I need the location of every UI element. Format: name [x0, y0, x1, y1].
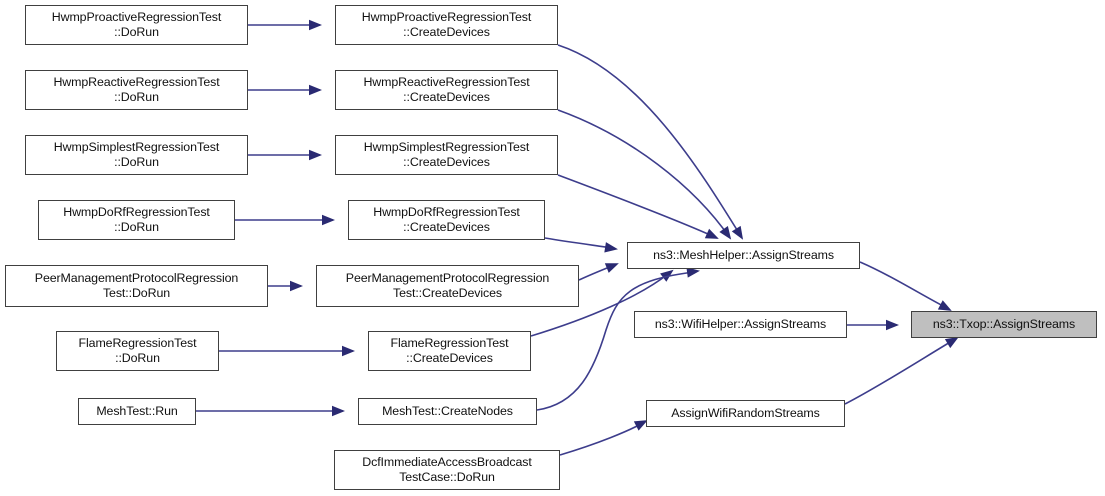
graph-node-flame-dorun[interactable]: FlameRegressionTest ::DoRun: [56, 331, 219, 371]
graph-edge-hwmp-simplest-create-to-mesh-helper-assign: [557, 174, 719, 239]
edge-arrowhead-icon: [944, 336, 959, 349]
graph-node-txop-assign[interactable]: ns3::Txop::AssignStreams: [911, 311, 1097, 338]
graph-node-label: HwmpReactiveRegressionTest ::DoRun: [53, 75, 220, 104]
graph-edge-hwmp-reactive-dorun-to-hwmp-reactive-create: [248, 84, 322, 96]
edge-arrowhead-icon: [290, 280, 303, 292]
edge-line: [544, 237, 613, 249]
graph-edge-hwmp-dorf-dorun-to-hwmp-dorf-create: [235, 214, 335, 226]
edge-line: [557, 44, 743, 239]
edge-line: [557, 174, 718, 239]
graph-node-hwmp-dorf-dorun[interactable]: HwmpDoRfRegressionTest ::DoRun: [38, 200, 235, 240]
graph-node-wifi-helper-assign[interactable]: ns3::WifiHelper::AssignStreams: [634, 311, 847, 338]
graph-node-hwmp-simplest-create[interactable]: HwmpSimplestRegressionTest ::CreateDevic…: [335, 135, 558, 175]
graph-node-label: HwmpProactiveRegressionTest ::DoRun: [51, 10, 222, 39]
edge-arrowhead-icon: [322, 214, 335, 226]
graph-node-label: FlameRegressionTest ::DoRun: [78, 336, 197, 365]
edge-arrowhead-icon: [719, 226, 732, 240]
graph-edge-wifi-helper-assign-to-txop-assign: [847, 319, 899, 331]
edge-line: [859, 261, 946, 308]
graph-node-hwmp-reactive-dorun[interactable]: HwmpReactiveRegressionTest ::DoRun: [25, 70, 248, 110]
edge-arrowhead-icon: [731, 225, 744, 240]
graph-node-hwmp-simplest-dorun[interactable]: HwmpSimplestRegressionTest ::DoRun: [25, 135, 248, 175]
graph-node-label: ns3::WifiHelper::AssignStreams: [654, 317, 827, 331]
graph-node-assign-wifi-random[interactable]: AssignWifiRandomStreams: [646, 400, 845, 427]
graph-node-label: DcfImmediateAccessBroadcast TestCase::Do…: [362, 455, 532, 484]
edge-line: [559, 423, 642, 456]
edge-arrowhead-icon: [704, 228, 719, 239]
edge-line: [844, 340, 953, 405]
graph-node-hwmp-reactive-create[interactable]: HwmpReactiveRegressionTest ::CreateDevic…: [335, 70, 558, 110]
graph-edge-hwmp-reactive-create-to-mesh-helper-assign: [557, 109, 732, 240]
edge-arrowhead-icon: [332, 405, 345, 417]
graph-edge-flame-dorun-to-flame-create: [219, 345, 355, 357]
edge-arrowhead-icon: [309, 19, 322, 31]
edge-line: [578, 265, 613, 281]
graph-edge-peer-mgmt-create-to-mesh-helper-assign: [578, 263, 619, 281]
graph-edge-mesh-helper-assign-to-txop-assign: [859, 261, 952, 311]
graph-node-label: HwmpSimplestRegressionTest ::CreateDevic…: [363, 140, 530, 169]
graph-node-dcf-dorun[interactable]: DcfImmediateAccessBroadcast TestCase::Do…: [334, 450, 560, 490]
graph-edge-hwmp-proactive-dorun-to-hwmp-proactive-create: [248, 19, 322, 31]
edge-arrowhead-icon: [309, 84, 322, 96]
graph-node-hwmp-dorf-create[interactable]: HwmpDoRfRegressionTest ::CreateDevices: [348, 200, 545, 240]
graph-edge-meshtest-run-to-meshtest-createnodes: [196, 405, 345, 417]
graph-node-label: HwmpSimplestRegressionTest ::DoRun: [53, 140, 220, 169]
graph-node-flame-create[interactable]: FlameRegressionTest ::CreateDevices: [368, 331, 531, 371]
edge-arrowhead-icon: [604, 263, 619, 273]
graph-edge-hwmp-dorf-create-to-mesh-helper-assign: [544, 237, 618, 253]
graph-node-hwmp-proactive-dorun[interactable]: HwmpProactiveRegressionTest ::DoRun: [25, 5, 248, 45]
graph-node-mesh-helper-assign[interactable]: ns3::MeshHelper::AssignStreams: [627, 242, 860, 269]
graph-node-label: MeshTest::Run: [96, 404, 178, 418]
graph-node-hwmp-proactive-create[interactable]: HwmpProactiveRegressionTest ::CreateDevi…: [335, 5, 558, 45]
graph-node-label: ns3::MeshHelper::AssignStreams: [653, 248, 834, 262]
graph-edge-dcf-dorun-to-assign-wifi-random: [559, 420, 648, 456]
graph-edge-hwmp-proactive-create-to-mesh-helper-assign: [557, 44, 744, 240]
edge-arrowhead-icon: [886, 319, 899, 331]
graph-node-label: HwmpProactiveRegressionTest ::CreateDevi…: [361, 10, 532, 39]
graph-node-label: HwmpDoRfRegressionTest ::DoRun: [63, 205, 210, 234]
graph-node-label: HwmpDoRfRegressionTest ::CreateDevices: [373, 205, 520, 234]
graph-node-label: AssignWifiRandomStreams: [671, 406, 820, 420]
graph-edge-peer-mgmt-dorun-to-peer-mgmt-create: [268, 280, 303, 292]
graph-edge-assign-wifi-random-to-txop-assign: [844, 336, 959, 405]
edge-arrowhead-icon: [604, 242, 618, 253]
graph-node-label: MeshTest::CreateNodes: [382, 404, 513, 418]
edge-line: [557, 109, 731, 239]
edge-arrowhead-icon: [660, 269, 674, 282]
edge-arrowhead-icon: [937, 300, 952, 311]
graph-edge-hwmp-simplest-dorun-to-hwmp-simplest-create: [248, 149, 322, 161]
graph-node-label: PeerManagementProtocolRegression Test::D…: [34, 271, 239, 300]
edge-arrowhead-icon: [309, 149, 322, 161]
graph-node-label: PeerManagementProtocolRegression Test::C…: [345, 271, 550, 300]
graph-node-label: HwmpReactiveRegressionTest ::CreateDevic…: [363, 75, 530, 104]
graph-node-peer-mgmt-dorun[interactable]: PeerManagementProtocolRegression Test::D…: [5, 265, 268, 307]
graph-node-meshtest-run[interactable]: MeshTest::Run: [78, 398, 196, 425]
edge-arrowhead-icon: [342, 345, 355, 357]
graph-node-label: ns3::Txop::AssignStreams: [932, 317, 1076, 331]
graph-node-meshtest-createnodes[interactable]: MeshTest::CreateNodes: [358, 398, 537, 425]
graph-node-label: FlameRegressionTest ::CreateDevices: [390, 336, 509, 365]
graph-node-peer-mgmt-create[interactable]: PeerManagementProtocolRegression Test::C…: [316, 265, 579, 307]
